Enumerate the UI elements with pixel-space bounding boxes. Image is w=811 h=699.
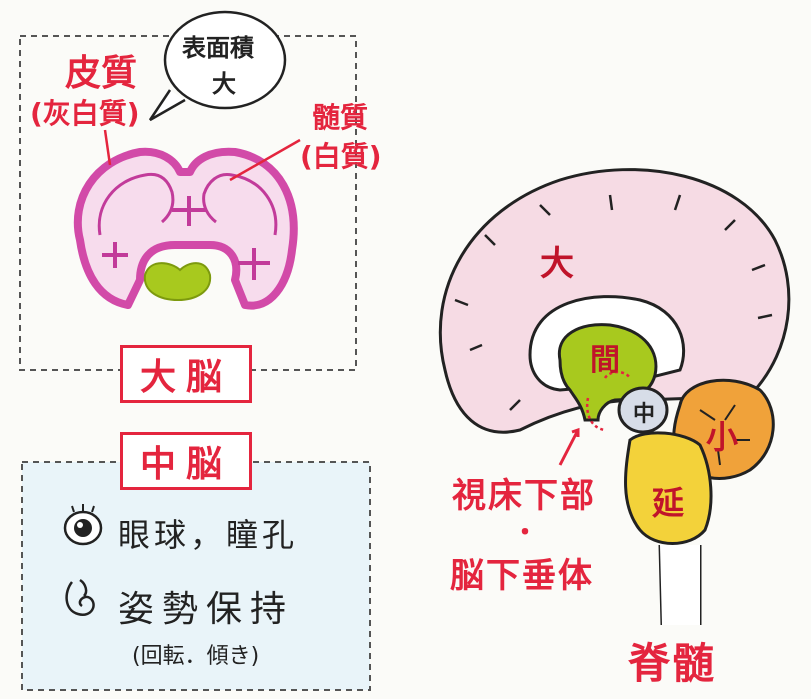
eye-icon — [63, 504, 103, 546]
medulla-label: 髄質 — [312, 101, 369, 134]
bubble-text-line2: 大 — [212, 70, 236, 98]
midbrain-title: 中脳 — [120, 432, 252, 490]
cerebellum-mark: 小 — [706, 418, 739, 456]
pituitary-label: 脳下垂体 — [450, 556, 594, 596]
medulla-mark: 延 — [652, 484, 685, 522]
separator-dot: ・ — [512, 518, 539, 548]
midbrain-note-eye: 眼球，瞳孔 — [118, 516, 299, 554]
medulla-shape — [624, 431, 713, 545]
medulla-pointer — [229, 138, 301, 182]
spinal-cord-label: 脊髄 — [628, 639, 717, 688]
basal-region — [143, 262, 212, 302]
coronal-section — [73, 147, 298, 310]
midbrain-notes-frame — [21, 461, 371, 691]
hypothalamus-label: 視床下部 — [452, 476, 596, 516]
speech-bubble — [163, 10, 287, 110]
midbrain-note-posture-sub: (回転．傾き) — [132, 644, 260, 669]
speech-bubble-tail — [148, 89, 186, 122]
sagittal-brain — [438, 168, 791, 626]
midbrain-shape — [617, 386, 669, 434]
inner-ear-icon — [65, 578, 95, 616]
midbrain-note-posture: 姿勢保持 — [118, 589, 295, 630]
diencephalon-mark: 間 — [590, 343, 620, 378]
cerebrum-title: 大脳 — [120, 345, 252, 403]
hypothalamus-arrow — [558, 427, 580, 466]
cortex-pointer — [103, 129, 112, 166]
cerebrum-mark: 大 — [540, 244, 574, 284]
cortex-label: 皮質 — [65, 53, 138, 94]
midbrain-mark: 中 — [633, 402, 656, 427]
bubble-text-line1: 表面積 — [182, 34, 254, 62]
medulla-sub-label: (白質) — [300, 140, 382, 173]
cortex-sub-label: (灰白質) — [30, 97, 140, 130]
